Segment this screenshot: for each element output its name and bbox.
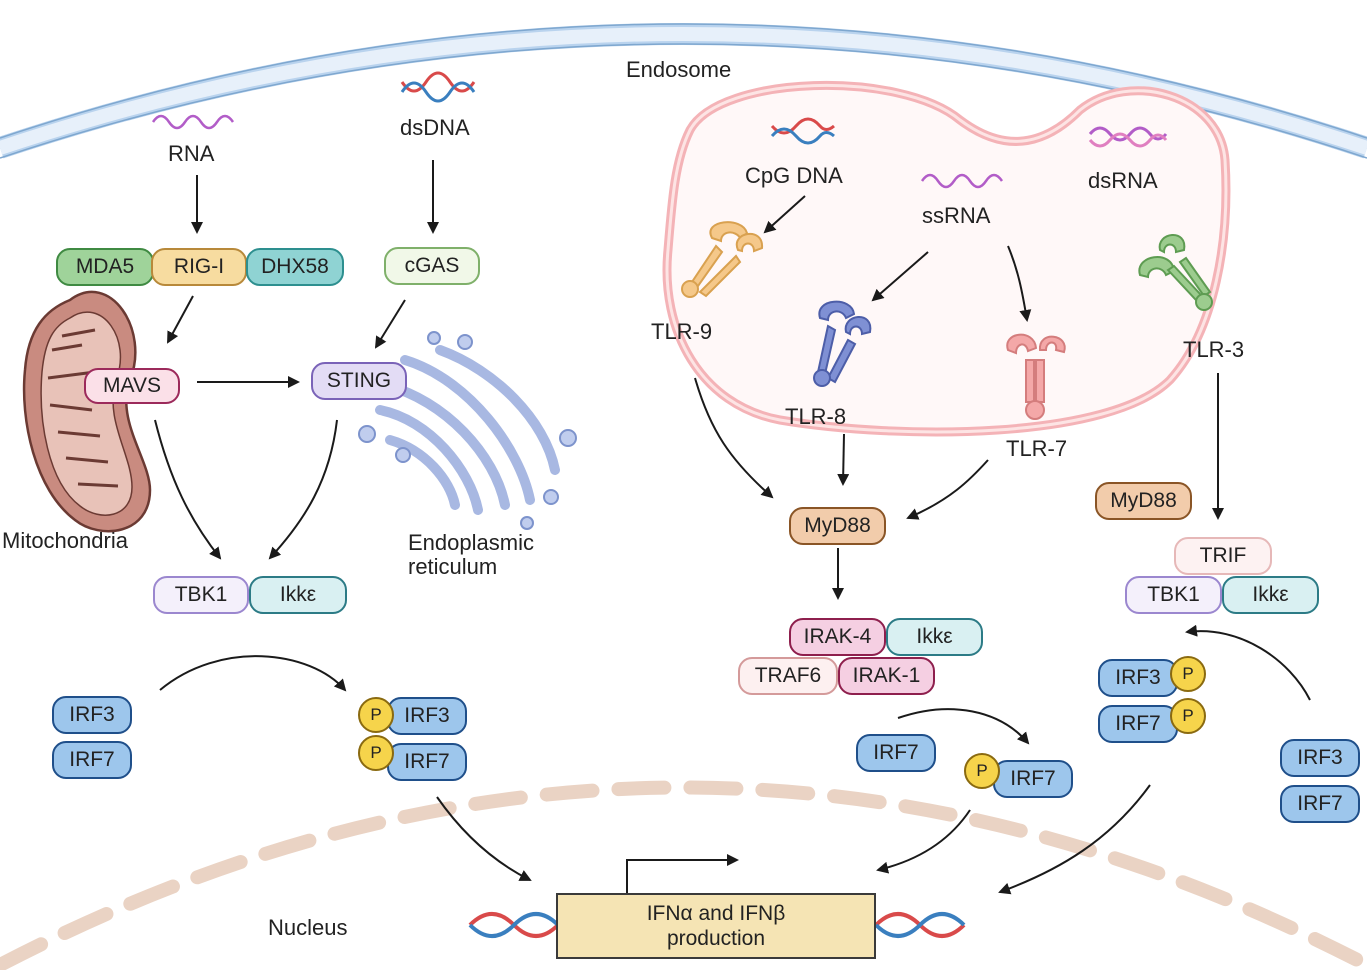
irf7-phospho-center-protein: IRF7: [993, 760, 1073, 798]
phosphate-icon: P: [1170, 656, 1206, 692]
mavs-protein: MAVS: [84, 368, 180, 404]
dhx58-protein: DHX58: [246, 248, 344, 286]
dsrna-label: dsRNA: [1088, 168, 1158, 193]
irf7-center-protein: IRF7: [856, 734, 936, 772]
tlr9-label: TLR-9: [651, 319, 713, 344]
pathway-arrows: [154, 160, 1311, 895]
irak4-protein: IRAK-4: [789, 618, 886, 656]
rna-wave-icon: [151, 114, 235, 130]
phosphate-icon: P: [964, 753, 1000, 789]
irf3-phospho-mid-protein: IRF3: [387, 697, 467, 735]
tlr8-label: TLR-8: [785, 404, 847, 429]
cgas-protein: cGAS: [384, 247, 480, 285]
mitochondria-label: Mitochondria: [2, 528, 128, 553]
irf7-phospho-right-protein: IRF7: [1098, 705, 1178, 743]
phosphate-icon: P: [358, 697, 394, 733]
tbk1-right-protein: TBK1: [1125, 576, 1222, 614]
ssrna-label: ssRNA: [922, 203, 991, 228]
endosome-membrane: [662, 80, 1231, 437]
irf3-left-protein: IRF3: [52, 696, 132, 734]
ikke-left-protein: Ikkε: [249, 576, 347, 614]
sting-protein: STING: [311, 362, 407, 400]
genomic-dna-right: [874, 912, 966, 938]
ikke-center-protein: Ikkε: [886, 618, 983, 656]
tlr8-receptor-icon: [813, 300, 872, 387]
irf7-phospho-mid-protein: IRF7: [387, 743, 467, 781]
irf7-left-protein: IRF7: [52, 741, 132, 779]
rigi-protein: RIG-I: [151, 248, 247, 286]
genomic-dna-left: [468, 912, 560, 938]
ifn-production-box: IFNα and IFNβ production: [556, 893, 876, 959]
cpg-dna-label: CpG DNA: [745, 163, 843, 188]
phosphate-icon: P: [358, 735, 394, 771]
tbk1-left-protein: TBK1: [153, 576, 249, 614]
irak1-protein: IRAK-1: [838, 657, 935, 695]
irf3-phospho-right-protein: IRF3: [1098, 659, 1178, 697]
ikke-right-protein: Ikkε: [1222, 576, 1319, 614]
tlr9-receptor-icon: [681, 221, 764, 298]
endoplasmic-reticulum-shape: [375, 345, 560, 515]
er-vesicles: [358, 331, 577, 530]
dsdna-helix-icon: [400, 71, 476, 103]
phosphate-icon: P: [1170, 698, 1206, 734]
nucleus-label: Nucleus: [268, 915, 348, 940]
tlr3-receptor-icon: [1138, 234, 1213, 311]
rna-label: RNA: [168, 141, 215, 166]
trif-protein: TRIF: [1174, 537, 1272, 575]
production-line1: IFNα and IFNβ: [646, 902, 786, 925]
nuclear-envelope: [0, 780, 1367, 970]
cpg-dna-helix-icon: [770, 117, 835, 145]
endosome-label: Endosome: [626, 57, 732, 82]
tlr7-label: TLR-7: [1006, 436, 1068, 461]
irf3-right-protein: IRF3: [1280, 739, 1360, 777]
myd88-center-protein: MyD88: [789, 507, 886, 545]
mda5-protein: MDA5: [56, 248, 154, 286]
dsdna-label: dsDNA: [400, 115, 470, 140]
dsrna-helix-icon: [1088, 126, 1168, 148]
myd88-right-protein: MyD88: [1095, 482, 1192, 520]
er-label-line2: reticulum: [408, 554, 498, 579]
traf6-protein: TRAF6: [738, 657, 838, 695]
ssrna-wave-icon: [920, 173, 1004, 189]
tlr7-receptor-icon: [1006, 333, 1066, 420]
irf7-right-protein: IRF7: [1280, 785, 1360, 823]
mitochondria-shape: [22, 290, 152, 533]
production-line2: production: [666, 927, 766, 950]
er-label-line1: Endoplasmic: [408, 530, 534, 555]
tlr3-label: TLR-3: [1183, 337, 1245, 362]
